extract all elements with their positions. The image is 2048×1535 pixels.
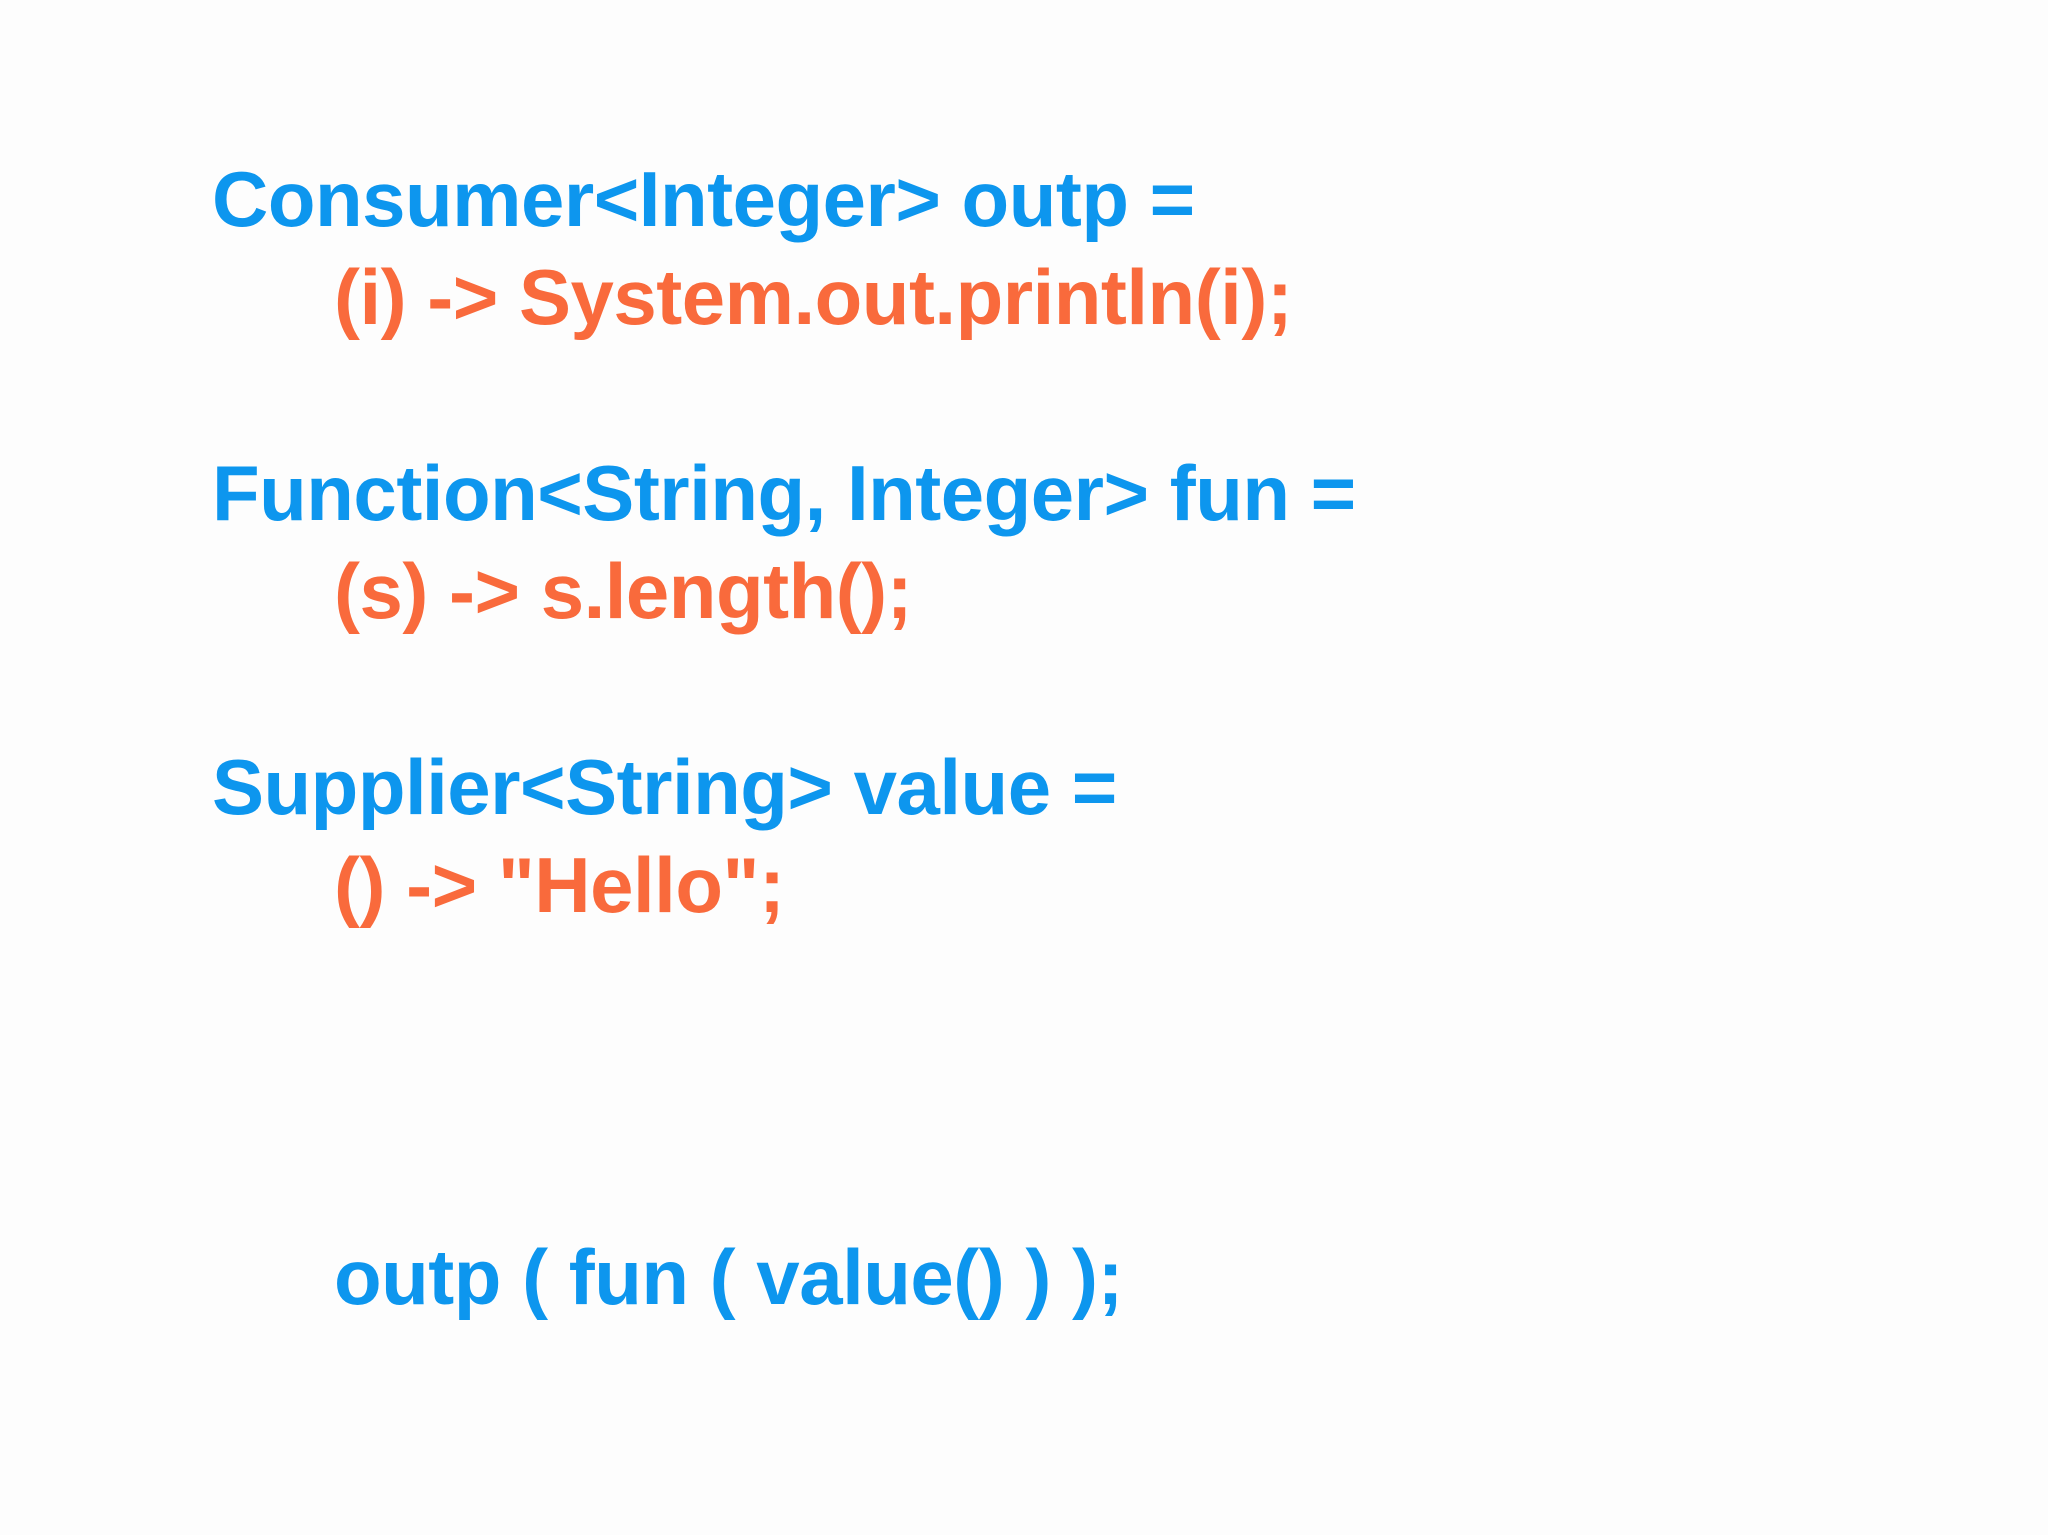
consumer-declaration-line: Consumer<Integer> outp = [212,155,1195,243]
consumer-lambda-line: (i) -> System.out.println(i); [334,253,1293,341]
statement-spacer [212,640,2048,738]
function-statement: Function<String, Integer> fun = (s) -> s.… [212,444,2048,640]
function-declaration-line: Function<String, Integer> fun = [212,449,1356,537]
supplier-declaration-line: Supplier<String> value = [212,743,1117,831]
code-block: Consumer<Integer> outp = (i) -> System.ou… [212,150,2048,1326]
supplier-lambda-line: () -> "Hello"; [334,841,785,929]
function-lambda-line: (s) -> s.length(); [334,547,913,635]
invocation-line: outp ( fun ( value() ) ); [334,1233,1123,1321]
statement-spacer [212,934,2048,1228]
consumer-statement: Consumer<Integer> outp = (i) -> System.ou… [212,150,2048,346]
supplier-statement: Supplier<String> value = () -> "Hello"; [212,738,2048,934]
statement-spacer [212,346,2048,444]
invocation-statement: outp ( fun ( value() ) ); [212,1228,2048,1326]
